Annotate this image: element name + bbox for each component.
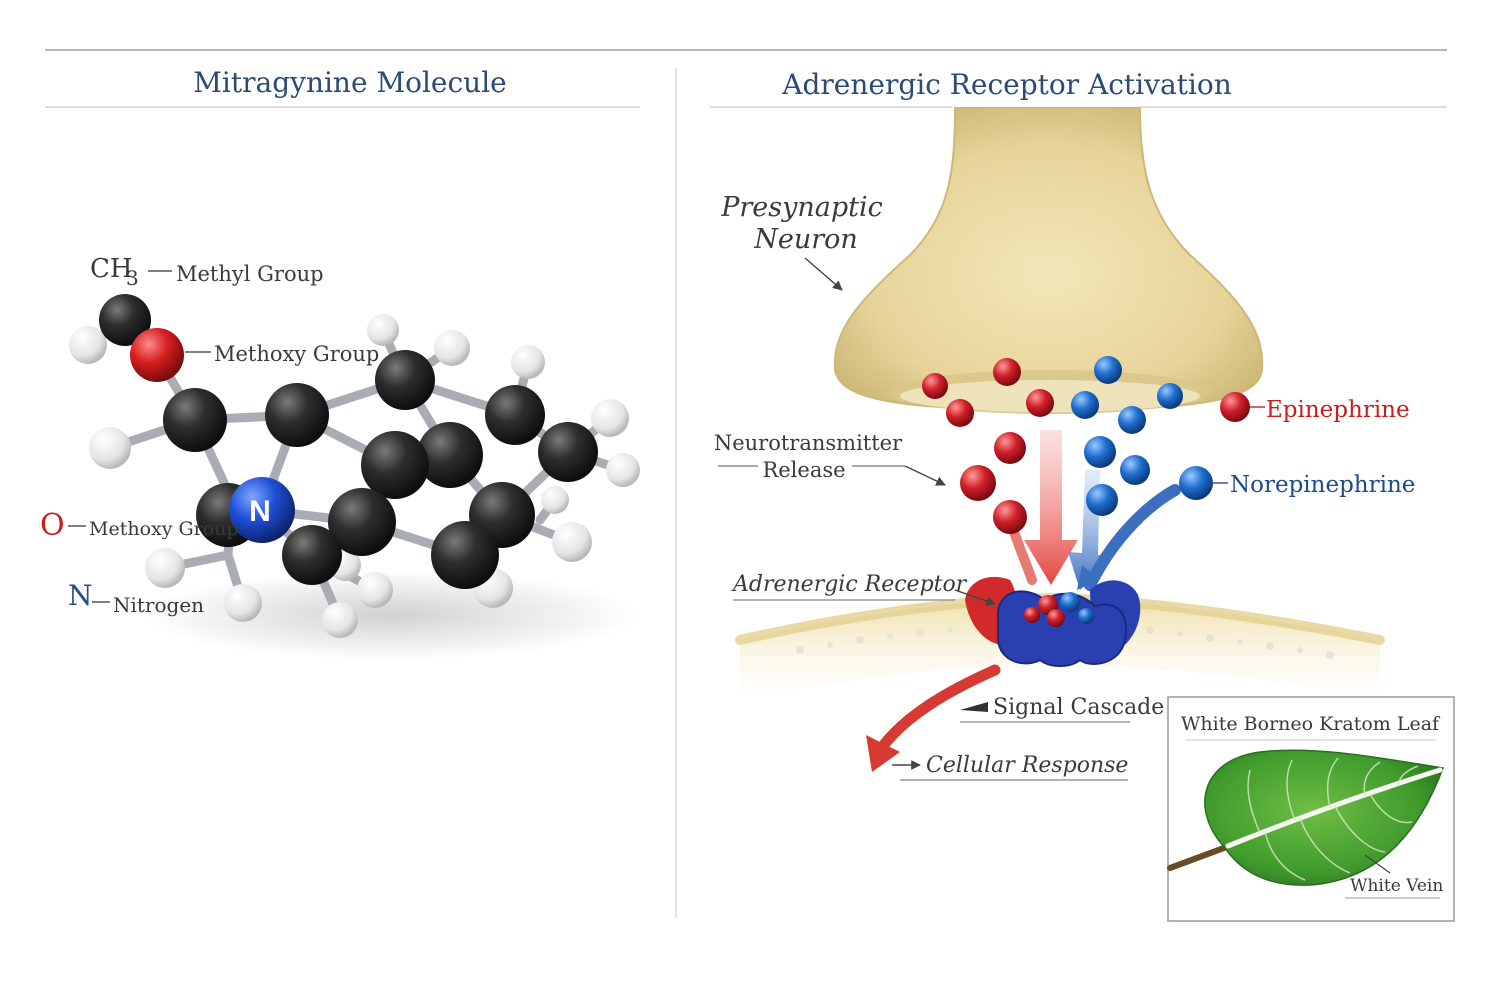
svg-text:Adrenergic Receptor: Adrenergic Receptor <box>731 572 968 597</box>
svg-text:Norepinephrine: Norepinephrine <box>1230 472 1415 498</box>
right-panel-title: Adrenergic Receptor Activation <box>781 68 1232 101</box>
svg-text:Methoxy Group: Methoxy Group <box>89 518 239 540</box>
oxygen-legend: O Methoxy Group <box>40 508 239 543</box>
adrenergic-receptor-protein <box>965 576 1141 667</box>
epinephrine-release-arrow <box>1024 430 1078 585</box>
norepinephrine-legend: Norepinephrine <box>1179 466 1415 500</box>
epinephrine-legend: Epinephrine <box>1220 392 1410 423</box>
epinephrine-molecules <box>922 358 1054 534</box>
neurotransmitter-release-label: Neurotransmitter Release <box>714 431 946 486</box>
molecule-model: N CH 3 Methyl Group Methoxy Group O Meth… <box>40 254 640 660</box>
svg-text:Nitrogen: Nitrogen <box>113 593 204 617</box>
svg-text:Release: Release <box>762 458 845 482</box>
svg-text:Cellular Response: Cellular Response <box>926 753 1128 778</box>
svg-text:N: N <box>68 579 93 612</box>
nitrogen-atom-label: N <box>249 495 271 528</box>
svg-text:Neuron: Neuron <box>753 224 858 255</box>
molecule-shadow <box>140 570 640 660</box>
methyl-group-label: CH 3 Methyl Group <box>90 254 324 290</box>
svg-text:CH: CH <box>90 254 133 284</box>
oxygen-atom <box>130 328 184 382</box>
svg-text:3: 3 <box>126 266 139 290</box>
presynaptic-neuron-label: Presynaptic Neuron <box>720 192 883 291</box>
svg-text:O: O <box>40 508 65 543</box>
svg-text:Neurotransmitter: Neurotransmitter <box>714 431 903 455</box>
white-vein-label: White Vein <box>1350 876 1443 896</box>
kratom-leaf-inset: White Borneo Kratom Leaf White Vein <box>1167 696 1455 922</box>
signal-cascade-arrow <box>874 664 1001 756</box>
norepinephrine-molecules <box>1071 356 1183 516</box>
svg-text:Epinephrine: Epinephrine <box>1266 397 1410 423</box>
norepinephrine-side-arrowhead <box>1077 565 1100 590</box>
norepinephrine-side-arrow <box>1084 484 1181 591</box>
signal-cascade-label: Signal Cascade <box>960 695 1164 723</box>
signal-cascade-arrowhead <box>866 735 900 772</box>
svg-text:Presynaptic: Presynaptic <box>720 192 883 223</box>
svg-text:Signal Cascade: Signal Cascade <box>993 695 1164 720</box>
vein-pointer <box>1364 854 1391 874</box>
nitrogen-legend: N Nitrogen <box>68 579 204 617</box>
nitrogen-atom <box>229 477 295 543</box>
hydrogen-atoms <box>69 314 640 638</box>
methoxy-group-label-top: Methoxy Group <box>185 342 379 366</box>
adrenergic-receptor-label: Adrenergic Receptor <box>731 572 996 606</box>
presynaptic-neuron <box>833 107 1264 414</box>
inset-title: White Borneo Kratom Leaf <box>1181 713 1441 735</box>
left-panel-title: Mitragynine Molecule <box>193 66 506 99</box>
svg-text:Methyl Group: Methyl Group <box>176 262 324 286</box>
svg-text:Methoxy Group: Methoxy Group <box>214 342 379 366</box>
kratom-leaf-illustration <box>1167 749 1445 886</box>
cellular-response-label: Cellular Response <box>892 753 1128 781</box>
